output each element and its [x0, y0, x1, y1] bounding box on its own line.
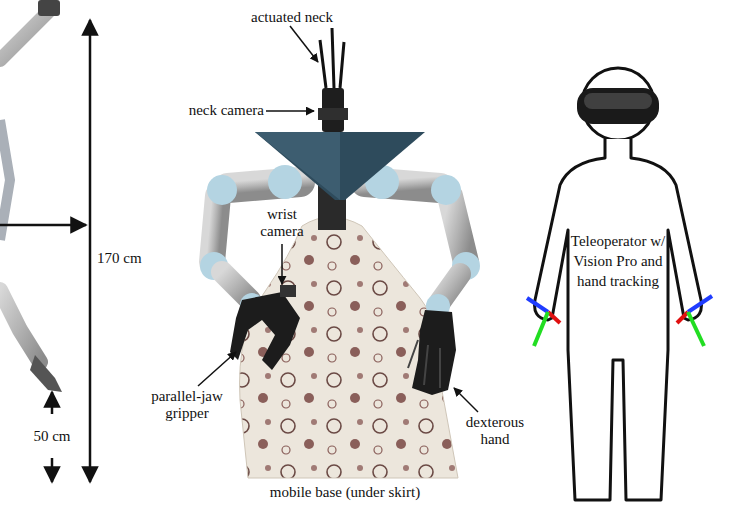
caption-label: mobile base (under skirt) [230, 484, 460, 501]
dimension-label: 170 cm [97, 250, 157, 267]
dimension-label: 50 cm [20, 428, 84, 445]
part-label: parallel-jaw gripper [146, 388, 228, 422]
part-label: dexterous hand [462, 414, 528, 448]
part-label: actuated neck [232, 9, 352, 26]
figure-text: Teleoperator w/ Vision Pro and hand trac… [570, 231, 666, 291]
part-label: neck camera [186, 102, 264, 119]
part-label: wrist camera [252, 206, 312, 240]
teleoperator-figure: Teleoperator w/ Vision Pro and hand trac… [525, 55, 720, 507]
